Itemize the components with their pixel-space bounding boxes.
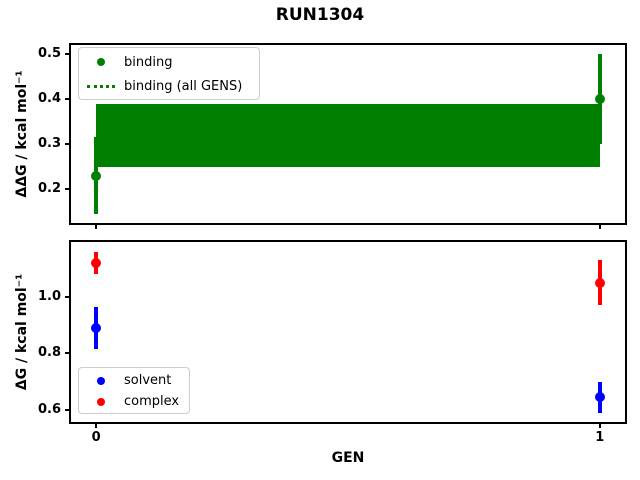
free-energy-plot-axes (69, 240, 627, 424)
legend-icon-area (84, 376, 118, 385)
data-point-marker (594, 392, 605, 403)
data-point-marker (91, 170, 102, 181)
binding-legend: binding binding (all GENS) (78, 47, 260, 100)
xtick-mark (95, 225, 98, 229)
legend-item-binding: binding (84, 50, 255, 74)
ytick-label: 0.6 (37, 401, 61, 417)
ytick-label: 0.2 (37, 181, 61, 197)
complex-marker-icon (97, 397, 105, 406)
ytick-label: 0.8 (37, 345, 61, 361)
legend-item-solvent: solvent (84, 370, 185, 391)
xtick-mark (95, 424, 98, 428)
legend-item-complex: complex (84, 391, 185, 412)
ytick-mark (65, 408, 69, 411)
ytick-mark (65, 53, 69, 55)
ytick-mark (65, 143, 69, 146)
data-point-marker (91, 258, 102, 269)
x-axis-label: GEN (331, 450, 365, 466)
ytick-label: 0.5 (37, 46, 61, 61)
legend-label-binding: binding (124, 54, 173, 70)
data-point-marker (594, 94, 605, 105)
figure-title: RUN1304 (275, 5, 365, 25)
ytick-label: 0.3 (37, 136, 61, 152)
legend-icon-area (84, 84, 118, 88)
ytick-label: 1.0 (37, 289, 61, 305)
legend-icon-area (84, 58, 118, 66)
legend-icon-area (84, 397, 118, 406)
binding-marker-icon (97, 58, 105, 66)
legend-item-binding-all-gens: binding (all GENS) (84, 74, 255, 98)
binding-all-gens-dotted-line-icon (87, 84, 115, 88)
data-point-marker (594, 277, 605, 288)
data-point-marker (91, 323, 102, 334)
legend-label-complex: complex (124, 394, 180, 409)
ytick-mark (65, 352, 69, 355)
xtick-label: 0 (91, 430, 101, 445)
free-energy-legend: solvent complex (78, 367, 190, 414)
ytick-mark (65, 296, 69, 299)
legend-label-solvent: solvent (124, 373, 172, 388)
binding-plot-axes (69, 43, 627, 225)
xtick-mark (598, 424, 601, 428)
legend-label-binding-all-gens: binding (all GENS) (124, 78, 243, 94)
solvent-marker-icon (97, 376, 105, 385)
xtick-label: 1 (595, 430, 605, 445)
top-y-axis-label: ΔΔG / kcal mol⁻¹ (14, 70, 30, 198)
ytick-mark (65, 98, 69, 101)
ytick-label: 0.4 (37, 91, 61, 107)
confidence-band (96, 103, 600, 167)
xtick-mark (598, 225, 601, 229)
ytick-mark (65, 188, 69, 191)
